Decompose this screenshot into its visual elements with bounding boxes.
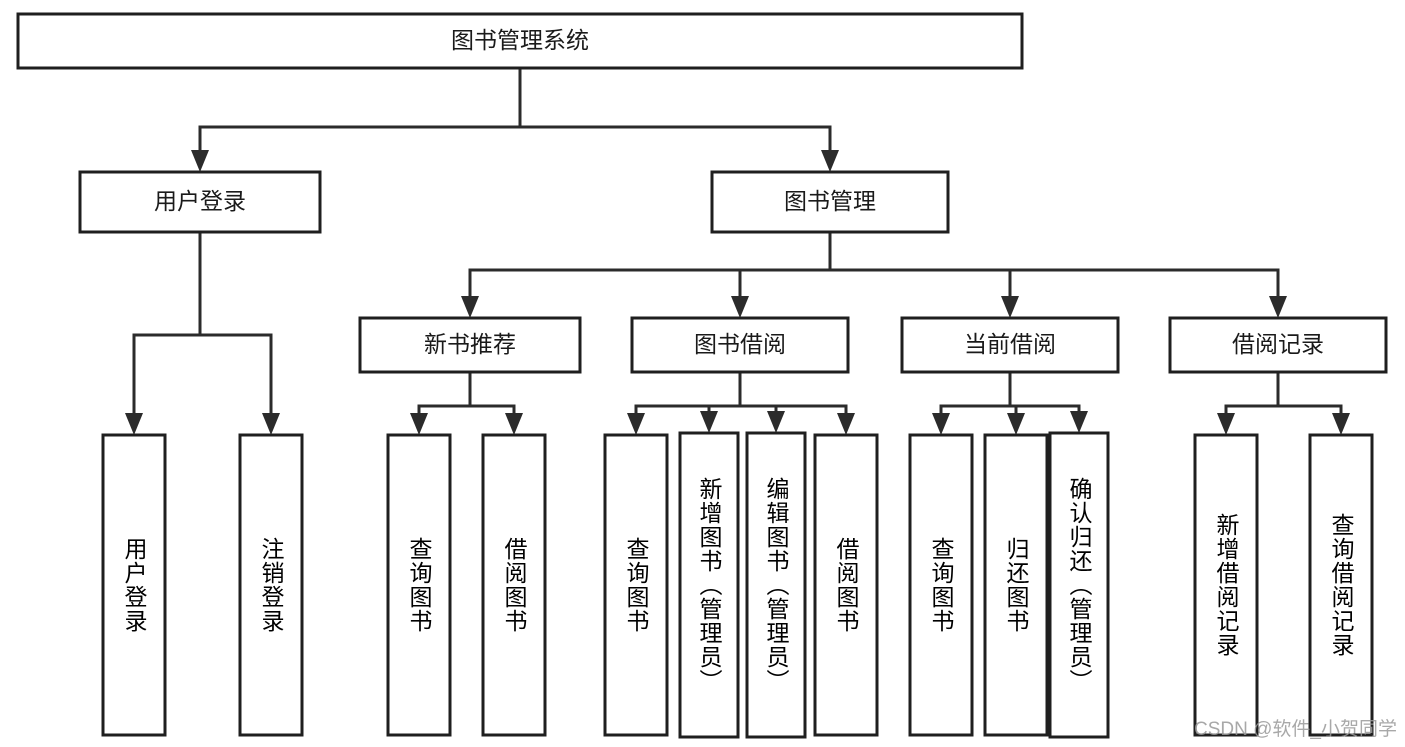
watermark-text: CSDN @软件_小贺同学 bbox=[1194, 719, 1397, 740]
arrow-head-icon bbox=[125, 413, 143, 435]
leaf-node-0[interactable] bbox=[101, 433, 167, 737]
leaf-node-4[interactable] bbox=[603, 433, 669, 737]
arrow-head-icon bbox=[1332, 413, 1350, 435]
level2-node-1[interactable]: 图书管理 bbox=[710, 170, 950, 234]
arrow-head-icon bbox=[505, 413, 523, 435]
level3-node-3-label: 借阅记录 bbox=[1232, 331, 1324, 357]
level2-node-0[interactable]: 用户登录 bbox=[78, 170, 322, 234]
arrow-head-icon bbox=[700, 411, 718, 433]
arrow-head-icon bbox=[1007, 413, 1025, 435]
arrow-head-icon bbox=[191, 150, 209, 172]
level2-node-0-label: 用户登录 bbox=[154, 188, 246, 214]
leaf-node-10[interactable] bbox=[1048, 431, 1110, 739]
leaf-node-8[interactable] bbox=[908, 433, 974, 737]
arrow-head-icon bbox=[767, 411, 785, 433]
leaf-node-5[interactable] bbox=[678, 431, 740, 739]
arrow-head-icon bbox=[837, 413, 855, 435]
arrow-head-icon bbox=[1070, 411, 1088, 433]
leaf-node-11[interactable] bbox=[1193, 433, 1259, 737]
leaf-node-12[interactable] bbox=[1308, 433, 1374, 737]
leaf-node-7[interactable] bbox=[813, 433, 879, 737]
arrow-head-icon bbox=[262, 413, 280, 435]
level3-node-0-label: 新书推荐 bbox=[424, 331, 516, 357]
leaf-node-3[interactable] bbox=[481, 433, 547, 737]
leaf-node-6[interactable] bbox=[745, 431, 807, 739]
level3-node-3[interactable]: 借阅记录 bbox=[1168, 316, 1388, 374]
arrow-head-icon bbox=[731, 296, 749, 318]
level3-node-1[interactable]: 图书借阅 bbox=[630, 316, 850, 374]
level3-node-0[interactable]: 新书推荐 bbox=[358, 316, 582, 374]
root-node[interactable]: 图书管理系统 bbox=[16, 12, 1024, 70]
arrow-head-icon bbox=[410, 413, 428, 435]
level3-node-1-label: 图书借阅 bbox=[694, 331, 786, 357]
arrow-head-icon bbox=[1217, 413, 1235, 435]
level2-node-1-label: 图书管理 bbox=[784, 188, 876, 214]
leaf-node-2[interactable] bbox=[386, 433, 452, 737]
root-node-label: 图书管理系统 bbox=[451, 27, 589, 53]
arrow-head-icon bbox=[461, 296, 479, 318]
connector-layer bbox=[125, 66, 1350, 435]
arrow-head-icon bbox=[1269, 296, 1287, 318]
arrow-head-icon bbox=[1001, 296, 1019, 318]
leaf-node-9[interactable] bbox=[983, 433, 1049, 737]
arrow-head-icon bbox=[821, 150, 839, 172]
arrow-head-icon bbox=[627, 413, 645, 435]
leaf-node-1[interactable] bbox=[238, 433, 304, 737]
level3-node-2-label: 当前借阅 bbox=[964, 331, 1056, 357]
arrow-head-icon bbox=[932, 413, 950, 435]
level3-node-2[interactable]: 当前借阅 bbox=[900, 316, 1120, 374]
